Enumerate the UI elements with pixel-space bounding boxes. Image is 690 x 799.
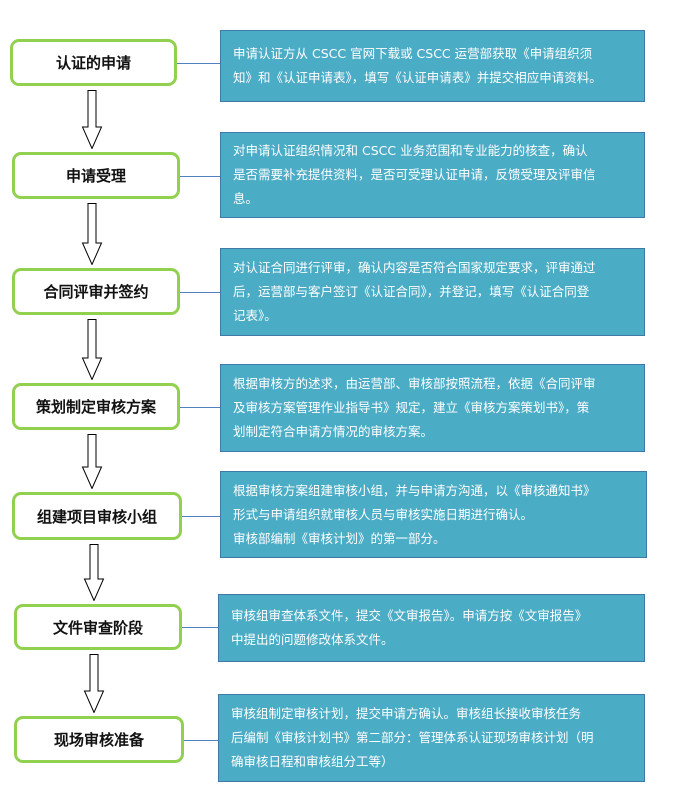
step-box: 现场审核准备 (14, 716, 184, 763)
down-arrow-icon (81, 90, 103, 149)
description-line: 根据审核方案组建审核小组，并与申请方沟通，以《审核通知书》 (233, 482, 596, 498)
down-arrow-icon (81, 203, 103, 265)
description-line: 后，运营部与客户签订《认证合同》，并登记，填写《认证合同登 (233, 284, 590, 299)
step-description: 对认证合同进行评审，确认内容是否符合国家规定要求，评审通过后，运营部与客户签订《… (220, 248, 645, 336)
description-line: 申请认证方从 CSCC 官网下载或 CSCC 运营部获取《申请组织须 (233, 46, 593, 61)
step-title: 认证的申请 (55, 54, 131, 72)
description-line: 对认证合同进行评审，确认内容是否符合国家规定要求，评审通过 (233, 260, 596, 275)
step-description: 申请认证方从 CSCC 官网下载或 CSCC 运营部获取《申请组织须知》和《认证… (220, 30, 645, 102)
down-arrow-icon (83, 544, 105, 601)
description-line: 审核组制定审核计划，提交申请方确认。审核组长接收审核任务 (231, 706, 582, 721)
description-line: 审核组审查体系文件，提交《文审报告》。申请方按《文审报告》 (231, 608, 588, 623)
description-line: 及审核方案管理作业指导书》规定，建立《审核方案策划书》，策 (233, 400, 590, 415)
description-line: 息。 (233, 191, 259, 206)
step-title: 文件审查阶段 (52, 618, 143, 637)
step-title: 申请受理 (65, 167, 126, 185)
step-description: 审核组制定审核计划，提交申请方确认。审核组长接收审核任务后编制《审核计划书》第二… (218, 694, 645, 782)
description-line: 审核部编制《审核计划》的第一部分。 (233, 530, 446, 546)
step-title: 策划制定审核方案 (35, 398, 156, 416)
down-arrow-icon (83, 654, 105, 713)
description-line: 知》和《认证申请表》，填写《认证申请表》并提交相应申请资料。 (233, 70, 602, 85)
step-description: 根据审核方的述求，由运营部、审核部按照流程，依据《合同评审及审核方案管理作业指导… (220, 364, 645, 452)
step-title: 现场审核准备 (53, 731, 144, 749)
step-description: 对申请认证组织情况和 CSCC 业务范围和专业能力的核查，确认是否需要补充提供资… (220, 132, 645, 218)
description-line: 后编制《审核计划书》第二部分：管理体系认证现场审核计划（明 (231, 730, 594, 745)
description-line: 根据审核方的述求，由运营部、审核部按照流程，依据《合同评审 (233, 376, 596, 391)
step-description: 审核组审查体系文件，提交《文审报告》。申请方按《文审报告》中提出的问题修改体系文… (218, 594, 645, 662)
connector-line (180, 175, 220, 177)
description-line: 确审核日程和审核组分工等） (231, 754, 394, 769)
connector-line (182, 627, 218, 628)
description-line: 记表》。 (233, 308, 277, 323)
connector-line (184, 739, 218, 741)
step-title: 组建项目审核小组 (36, 507, 157, 526)
step-box: 策划制定审核方案 (12, 383, 180, 430)
connector-line (180, 291, 220, 293)
connector-line (182, 516, 220, 517)
step-box: 合同评审并签约 (12, 268, 180, 315)
description-line: 对申请认证组织情况和 CSCC 业务范围和专业能力的核查，确认 (233, 143, 588, 158)
down-arrow-icon (81, 434, 103, 489)
step-box: 申请受理 (12, 152, 180, 199)
connector-line (177, 62, 220, 64)
step-box: 文件审查阶段 (14, 604, 182, 650)
description-line: 形式与申请组织就审核人员与审核实施日期进行确认。 (233, 506, 534, 522)
step-box: 认证的申请 (10, 39, 177, 86)
description-line: 划制定符合申请方情况的审核方案。 (233, 424, 434, 439)
description-line: 中提出的问题修改体系文件。 (231, 632, 394, 647)
step-description: 根据审核方案组建审核小组，并与申请方沟通，以《审核通知书》形式与申请组织就审核人… (220, 471, 647, 558)
step-box: 组建项目审核小组 (12, 492, 182, 540)
connector-line (180, 406, 220, 408)
step-title: 合同评审并签约 (43, 283, 149, 301)
down-arrow-icon (81, 319, 103, 380)
description-line: 是否需要补充提供资料，是否可受理认证申请，反馈受理及评审信 (233, 167, 596, 182)
